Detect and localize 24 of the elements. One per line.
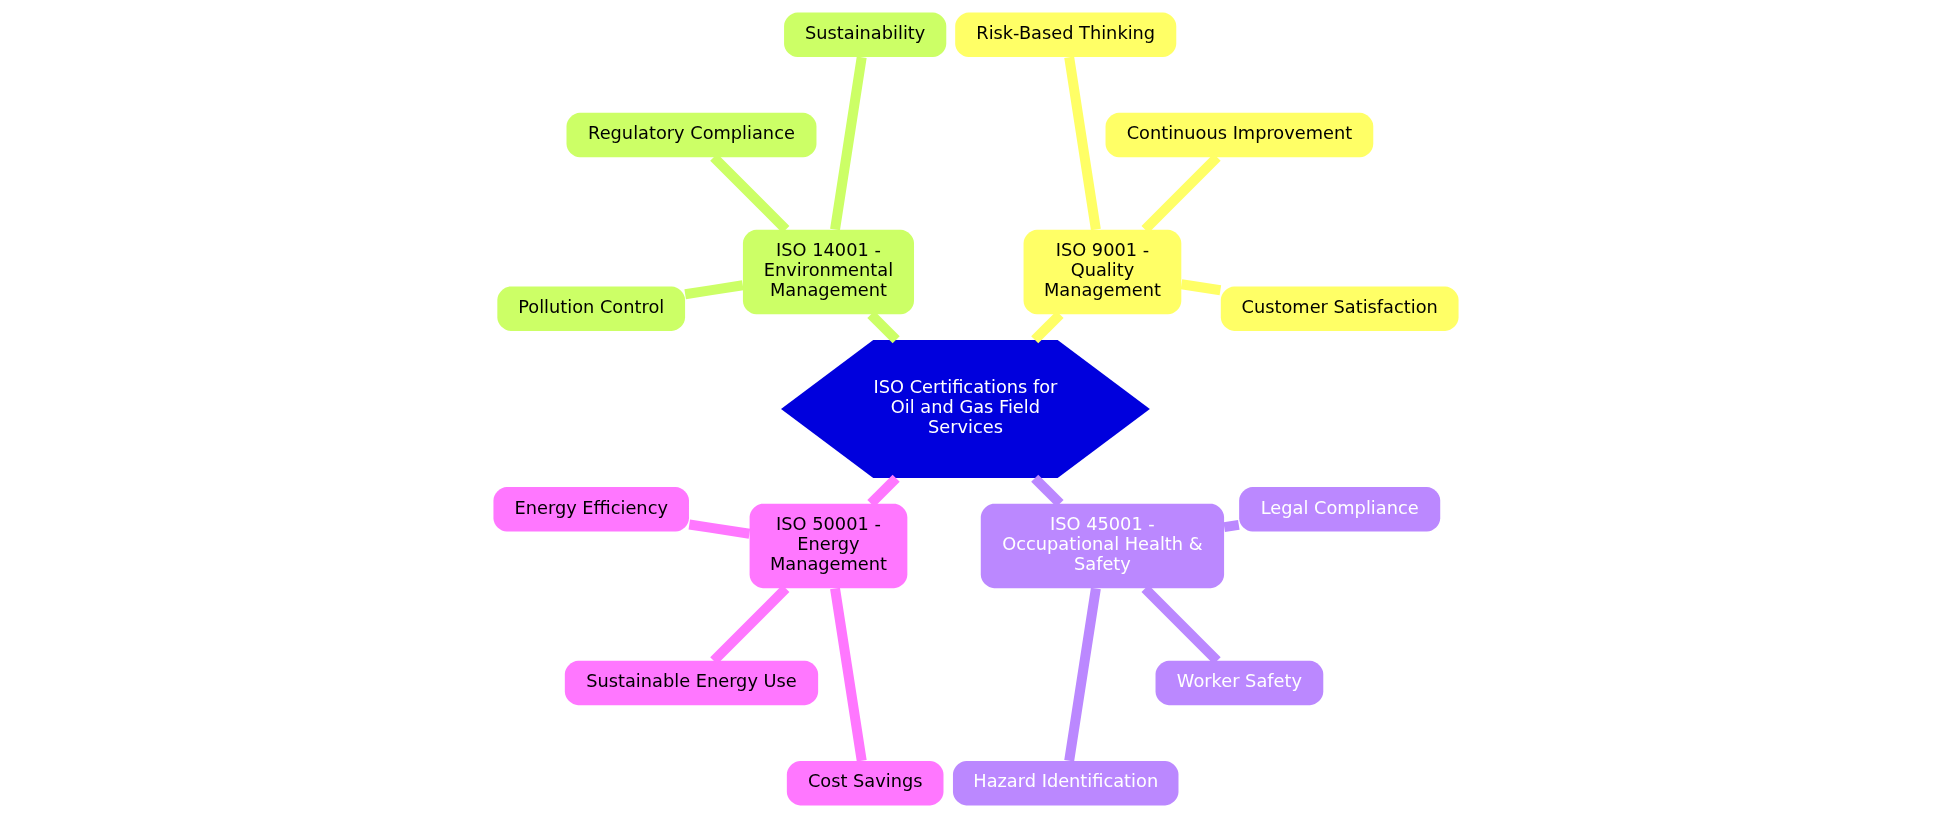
node-box: ISO 9001 - Quality Management [1023, 229, 1181, 315]
node-box: Worker Safety [1155, 660, 1323, 706]
node-box: Legal Compliance [1238, 487, 1440, 532]
connector [1222, 519, 1240, 533]
connector [829, 587, 867, 762]
node-box: ISO 50001 - Energy Management [749, 503, 907, 589]
connector [1180, 279, 1221, 296]
node-box: Continuous Improvement [1105, 112, 1373, 158]
node-box: Customer Satisfaction [1220, 286, 1459, 331]
node-box: Hazard Identification [952, 761, 1178, 806]
node-box: Sustainable Energy Use [564, 660, 818, 706]
node-box: Regulatory Compliance [566, 112, 816, 158]
connector [683, 280, 744, 300]
node-box: Energy Efficiency [492, 487, 689, 532]
node-box: ISO 45001 - Occupational Health & Safety [980, 503, 1224, 589]
node-box: Pollution Control [496, 286, 685, 331]
connector [1063, 56, 1101, 231]
connector [1063, 587, 1101, 762]
connector [829, 56, 867, 231]
node-box: Risk-Based Thinking [954, 12, 1176, 57]
node-box: Cost Savings [786, 761, 943, 806]
node-box: ISO 14001 - Environmental Management [742, 229, 914, 315]
node-box: Sustainability [783, 12, 946, 57]
connector [688, 519, 750, 539]
